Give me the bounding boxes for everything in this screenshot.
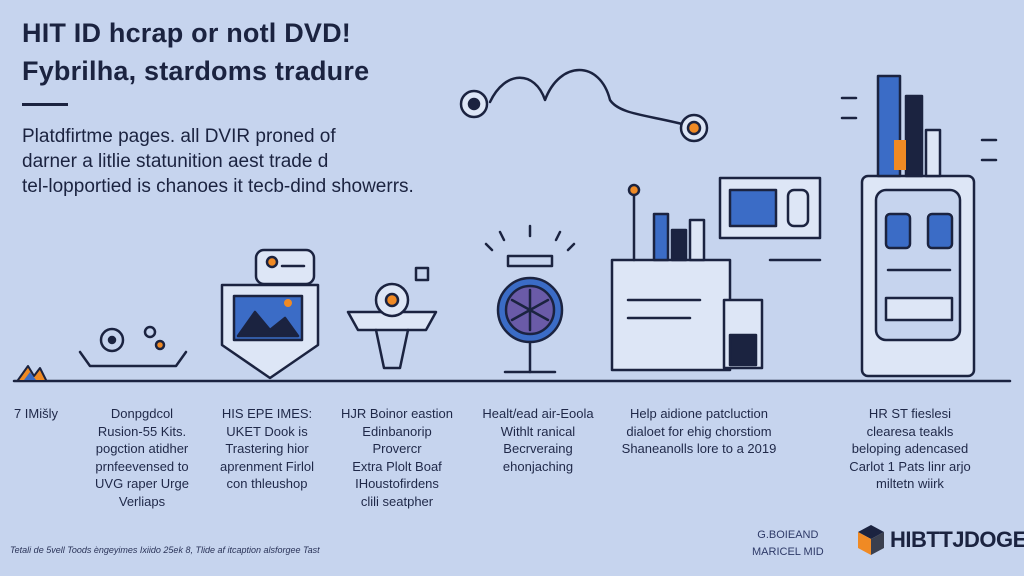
caption-line: clearesa teakls bbox=[866, 423, 954, 439]
flame-icon bbox=[17, 365, 47, 381]
caption-line: aprenment Firlol bbox=[220, 458, 314, 474]
intro-line: Platdfirtme pages. all DVIR proned of bbox=[22, 126, 336, 147]
caption-line: ehonjaching bbox=[502, 458, 574, 474]
page-title: HIT ID hcrap or notl DVD! Fybrilha, star… bbox=[22, 14, 369, 90]
caption-line: Help aidione patcluction bbox=[629, 406, 769, 421]
caption-line: HIS EPE IMES: bbox=[221, 406, 313, 421]
caption-line: clili seatpher bbox=[360, 493, 434, 509]
server-tower-icon bbox=[840, 74, 998, 378]
step-caption: HR ST fieslesi clearesa teakls beloping ad… bbox=[849, 405, 970, 493]
step-caption: Help aidione patcluction dialoet for ehig… bbox=[622, 405, 777, 458]
brand-logo: HIBTTJDOGE bbox=[856, 523, 1024, 557]
shield-monitor-icon bbox=[220, 248, 320, 380]
footnote: Tetali de 5vell Toods èngeyimes Ixiido 2… bbox=[10, 545, 320, 555]
brand-name: HIBTTJDOGE bbox=[890, 527, 1024, 552]
title-line: HIT ID hcrap or notl DVD! bbox=[22, 18, 351, 48]
caption-line: UKET Dook is bbox=[226, 423, 308, 439]
partner-logo-text: G.BOIEAND MARICEL MID bbox=[752, 527, 824, 561]
caption-line: Verliaps bbox=[118, 493, 166, 509]
factory-machine-icon bbox=[610, 176, 822, 372]
tray-icon bbox=[78, 325, 188, 368]
compass-platform-icon bbox=[346, 266, 438, 370]
caption-line: con thleushop bbox=[226, 476, 308, 491]
intro-line: darner a litlie statunition aest trade d bbox=[22, 151, 329, 172]
caption-line: prnfeevensed to bbox=[95, 458, 189, 474]
caption-line: Trastering hior bbox=[225, 441, 309, 456]
title-line: Fybrilha, stardoms tradure bbox=[22, 56, 370, 86]
intro-text: Platdfirtme pages. all DVIR proned of da… bbox=[22, 124, 414, 199]
caption-line: Provercr bbox=[372, 441, 422, 456]
caption-line: Donpgdcol bbox=[110, 406, 174, 421]
caption-line: 7 IMišly bbox=[13, 406, 59, 421]
partner-line: MARICEL MID bbox=[752, 546, 824, 558]
cloud-link-icon bbox=[459, 68, 709, 143]
cube-logo-icon bbox=[858, 525, 884, 555]
caption-line: Becrveraing bbox=[503, 441, 573, 456]
caption-line: Edinbanorip bbox=[362, 423, 432, 439]
title-underline bbox=[22, 103, 68, 106]
caption-line: UVG raper Urge bbox=[95, 476, 189, 491]
caption-line: dialoet for ehig chorstiom bbox=[626, 423, 772, 439]
caption-line: miltetn wiirk bbox=[876, 476, 944, 491]
caption-line: pogction atidher bbox=[95, 441, 189, 456]
caption-line: Extra Plolt Boaf bbox=[352, 458, 442, 474]
globe-lamp-icon bbox=[484, 224, 576, 374]
caption-line: Healt/ead air-Eoola bbox=[482, 406, 594, 421]
caption-line: IHoustofirdens bbox=[355, 476, 439, 491]
step-caption: 7 IMišly bbox=[14, 405, 58, 423]
caption-line: Withlt ranical bbox=[500, 423, 576, 439]
caption-line: Rusion-55 Kits. bbox=[97, 423, 187, 439]
caption-line: beloping adencased bbox=[851, 441, 969, 456]
caption-line: HJR Boinor eastion bbox=[341, 406, 453, 421]
partner-line: G.BOIEAND bbox=[757, 529, 819, 541]
step-caption: HIS EPE IMES: UKET Dook is Trastering hior… bbox=[220, 405, 314, 493]
caption-line: HR ST fieslesi bbox=[868, 406, 952, 421]
intro-line: tel-lopportied is chanoes it tecb-dind s… bbox=[22, 176, 414, 197]
caption-line: Shaneanolls lore to a 2019 bbox=[621, 441, 777, 456]
caption-line: Carlot 1 Pats linr arjo bbox=[849, 458, 971, 474]
